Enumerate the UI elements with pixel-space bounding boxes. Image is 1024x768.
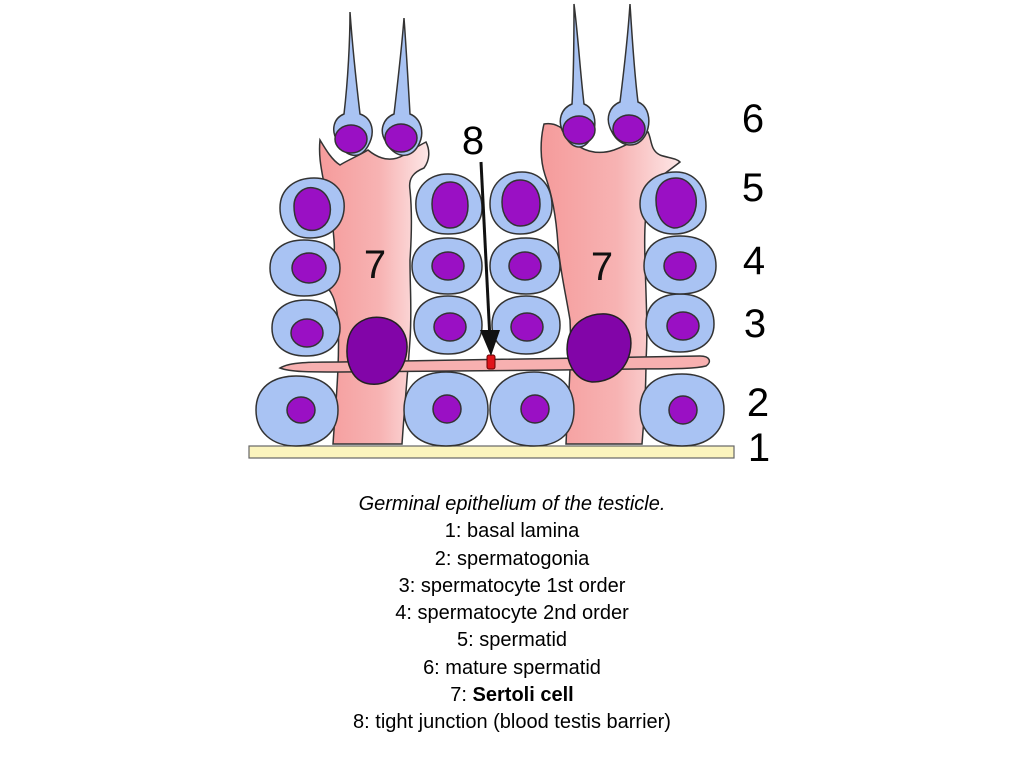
- caption-item-5: 5: spermatid: [456, 629, 568, 652]
- spermatocyte-1-nucleus: [433, 312, 467, 342]
- layer-label-4: 4: [743, 239, 765, 283]
- caption-item-7-term: Sertoli cell: [472, 684, 574, 707]
- layer-label-1: 1: [748, 426, 770, 470]
- caption-item-6: 6: mature spermatid: [423, 656, 601, 679]
- spermatid-nucleus: [431, 181, 469, 229]
- layer-label-5: 5: [742, 166, 764, 210]
- caption-item-2: 2: spermatogonia: [434, 547, 590, 570]
- spermatogonium-nucleus: [520, 394, 550, 424]
- figure-caption: Germinal epithelium of the testicle. 1: …: [0, 491, 1024, 737]
- mature-spermatid-nucleus: [562, 115, 596, 145]
- caption-item-4: 4: spermatocyte 2nd order: [395, 602, 629, 625]
- junction-arrow-head: [480, 330, 500, 356]
- mature-spermatid-row: [332, 3, 650, 156]
- spermatocyte-1-nucleus: [510, 312, 544, 342]
- spermatid-nucleus: [293, 186, 332, 232]
- junction-label: 8: [462, 119, 484, 163]
- caption-item-7-prefix: 7:: [450, 684, 473, 707]
- spermatogonium-nucleus: [432, 394, 462, 424]
- spermatocyte-2-nucleus: [663, 251, 697, 281]
- spermatocyte-1-nucleus: [666, 311, 700, 341]
- layer-label-3: 3: [744, 302, 766, 346]
- spermatid-nucleus: [655, 177, 697, 229]
- mature-spermatid-cell: [332, 11, 373, 156]
- spermatogonium-nucleus: [668, 395, 698, 425]
- sertoli-label-right: 7: [591, 245, 613, 289]
- layer-label-2: 2: [747, 381, 769, 425]
- caption-item-3: 3: spermatocyte 1st order: [398, 574, 626, 597]
- caption-title: Germinal epithelium of the testicle.: [358, 493, 666, 515]
- tight-junction-marker: [486, 354, 496, 370]
- spermatocyte-2nd-row: [269, 235, 717, 297]
- spermatid-nucleus: [501, 179, 541, 227]
- spermatogonia-row: [255, 371, 725, 447]
- layer-label-6: 6: [742, 97, 764, 141]
- mature-spermatid-nucleus: [384, 123, 418, 153]
- spermatocyte-2-nucleus: [508, 251, 542, 281]
- mature-spermatid-nucleus: [612, 114, 646, 144]
- spermatocyte-2-nucleus: [431, 251, 465, 281]
- caption-item-7: 7: Sertoli cell: [0, 682, 1024, 709]
- basal-lamina: [248, 445, 735, 459]
- sertoli-label-left: 7: [364, 243, 386, 287]
- mature-spermatid-cell: [607, 3, 650, 146]
- spermatogonium-nucleus: [286, 396, 316, 424]
- spermatocyte-2-nucleus: [291, 252, 327, 284]
- sertoli-nucleus-right: [566, 313, 632, 383]
- mature-spermatid-nucleus: [334, 124, 368, 154]
- caption-item-8: 8: tight junction (blood testis barrier): [353, 711, 671, 734]
- spermatocyte-1-nucleus: [290, 318, 324, 348]
- junction-arrow-line: [479, 161, 492, 341]
- germinal-epithelium-diagram: 7 7 8 6 5 4 3 2 1: [248, 3, 770, 470]
- spermatocyte-1st-row: [271, 293, 715, 357]
- spermatid-row: [279, 171, 707, 239]
- caption-item-1: 1: basal lamina: [444, 520, 580, 543]
- sertoli-nucleus-left: [346, 316, 408, 385]
- mature-spermatid-cell: [381, 17, 423, 156]
